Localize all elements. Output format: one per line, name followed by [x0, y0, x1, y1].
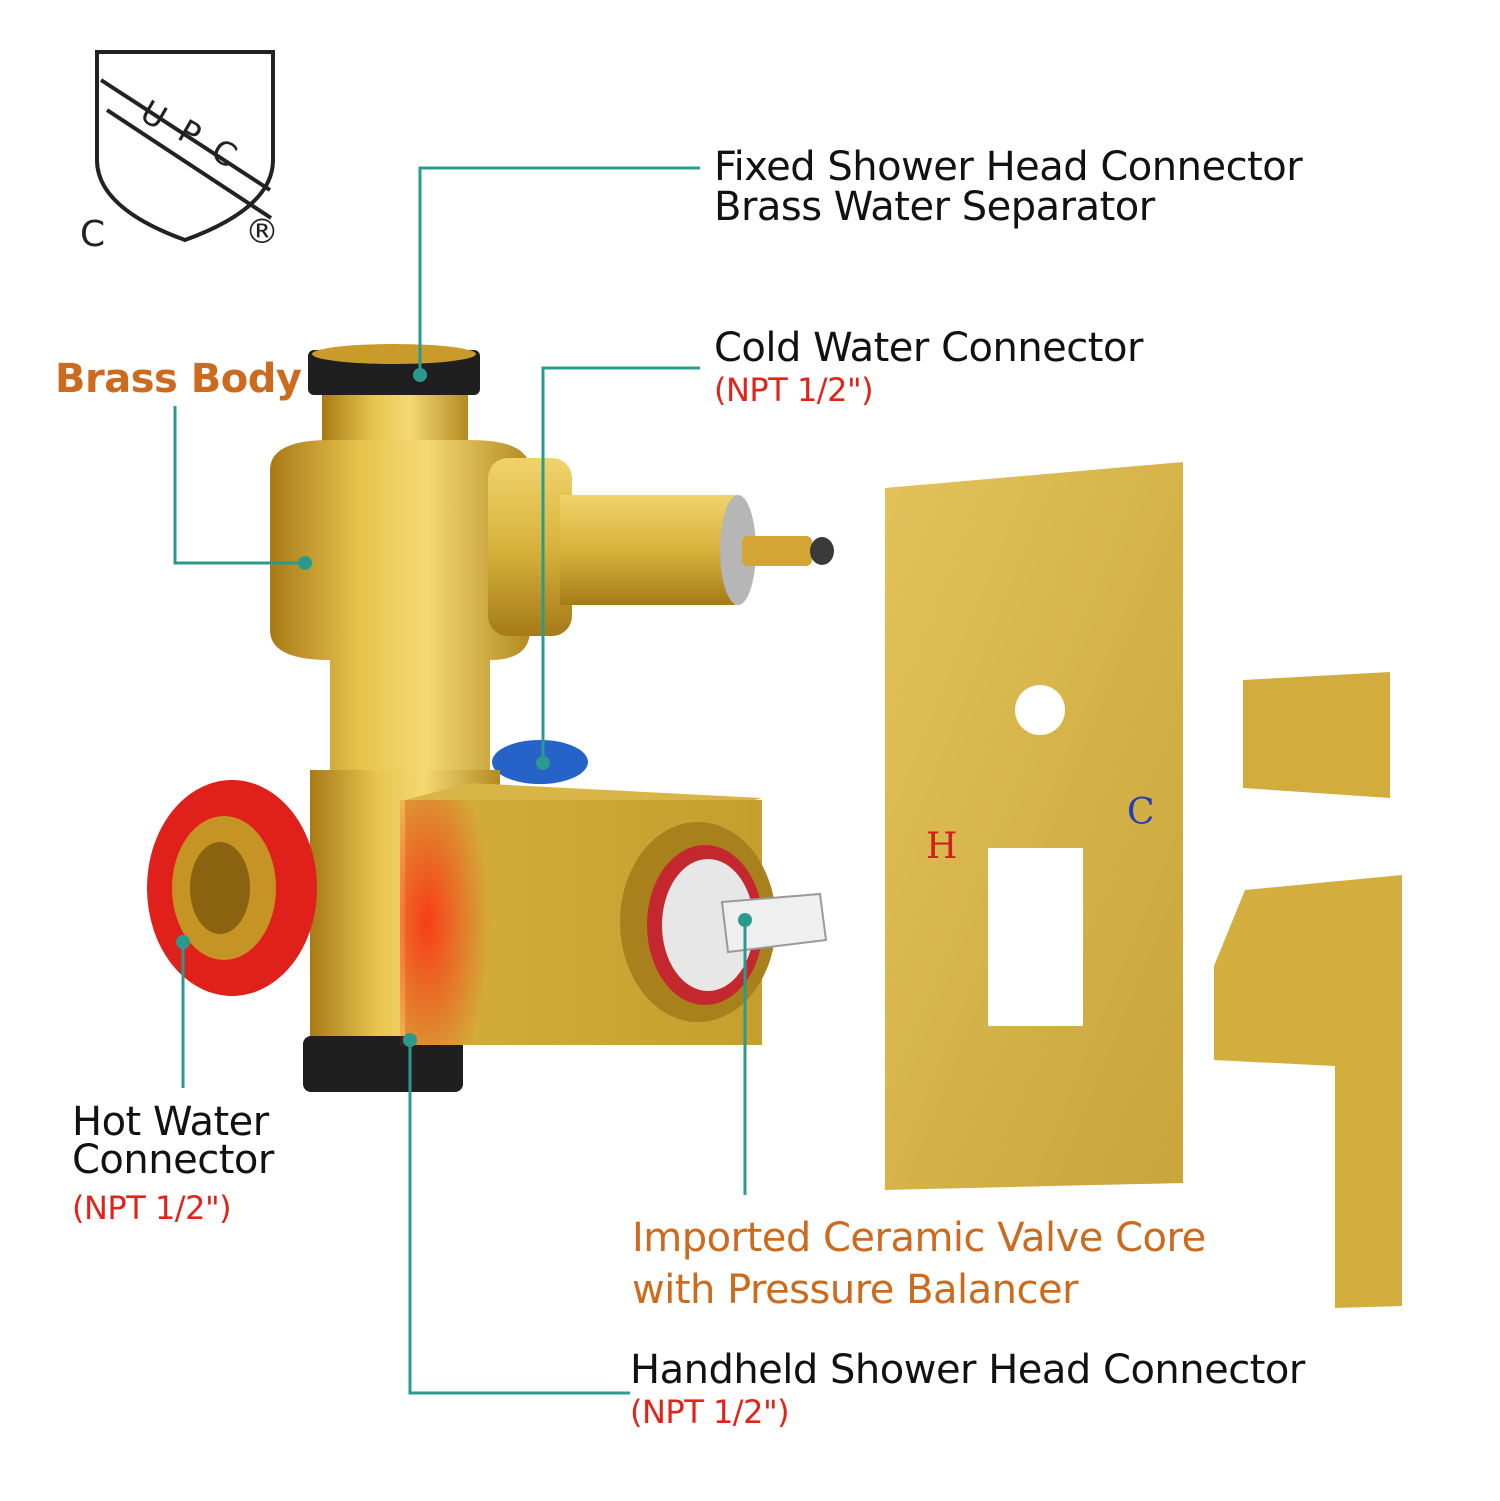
leader-dot-ceramic-core: [738, 913, 752, 927]
cartridge-face: [662, 859, 754, 991]
bottom-connector-ring: [303, 1036, 463, 1092]
label-fixed-shower-line2: Brass Water Separator: [714, 184, 1155, 230]
leader-dot-fixed-shower: [413, 368, 427, 382]
cupc-left-letter: C: [80, 214, 106, 255]
plate-hot-mark: H: [926, 826, 957, 867]
cold-arm-tip: [810, 537, 834, 565]
label-ceramic-core-line2: with Pressure Balancer: [632, 1267, 1079, 1313]
brass-body-main: [270, 440, 530, 790]
label-hot-water-line1: Hot Water: [72, 1099, 269, 1145]
diverter-knob: [1243, 672, 1390, 798]
leader-fixed-shower: [418, 166, 700, 375]
lever-handle: [1214, 875, 1402, 1308]
label-brass-body: Brass Body: [55, 356, 302, 402]
leader-dot-cold-water: [536, 756, 550, 770]
label-handheld-title: Handheld Shower Head Connector: [630, 1347, 1305, 1393]
cold-arm-end: [720, 495, 756, 605]
trim-plate: [885, 462, 1183, 1190]
top-connector-opening: [312, 344, 476, 364]
label-cold-water-title: Cold Water Connector: [714, 325, 1143, 371]
label-hot-water-line2: Connector: [72, 1137, 274, 1183]
hot-connector-inner: [190, 842, 250, 934]
cold-arm-flange: [488, 458, 572, 636]
cold-arm-pipe: [560, 495, 735, 605]
plate-cold-mark: C: [1127, 792, 1155, 833]
label-fixed-shower-line1: Fixed Shower Head Connector: [714, 144, 1303, 190]
trim-plate-square-cutout: [988, 848, 1083, 1026]
leader-cold-water: [541, 366, 700, 763]
label-handheld-spec: (NPT 1/2"): [630, 1393, 790, 1431]
hot-glow: [400, 800, 490, 1045]
label-ceramic-core-line1: Imported Ceramic Valve Core: [632, 1215, 1206, 1261]
label-cold-water-spec: (NPT 1/2"): [714, 371, 874, 409]
cold-arm-stem: [742, 536, 812, 566]
registered-mark: ®: [245, 212, 279, 252]
cupc-shield-icon: [95, 50, 275, 243]
leader-dot-brass-body: [298, 556, 312, 570]
leader-dot-handheld: [403, 1033, 417, 1047]
ceramic-stem: [720, 892, 828, 954]
leader-handheld: [408, 1040, 630, 1395]
trim-plate-hole: [1015, 685, 1065, 735]
label-hot-water-spec: (NPT 1/2"): [72, 1189, 232, 1227]
leader-dot-hot-water: [176, 935, 190, 949]
leader-brass-body: [173, 406, 305, 565]
